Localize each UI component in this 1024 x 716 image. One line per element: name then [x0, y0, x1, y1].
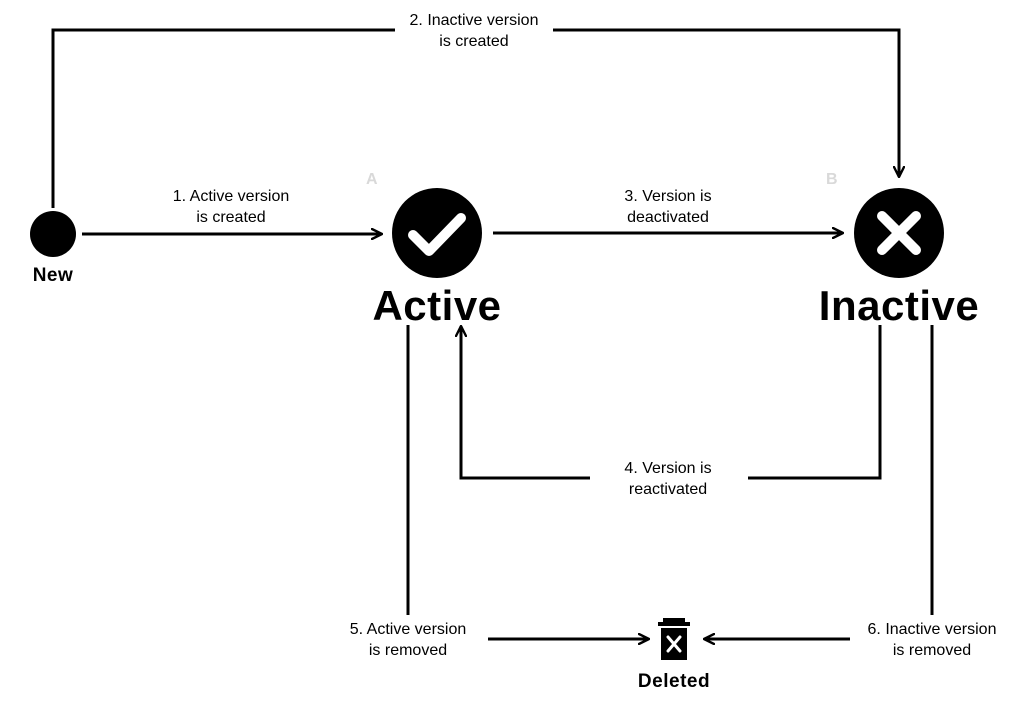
transition-6-label-line2: is removed: [892, 642, 972, 659]
transition-3-label: 3. Version is deactivated: [624, 186, 711, 228]
transition-4-label: 4. Version is reactivated: [624, 458, 711, 500]
state-tag-a: A: [366, 171, 378, 188]
transition-2-label-line2: is created: [439, 33, 509, 50]
inactive-state-node: [854, 188, 944, 278]
state-label-inactive: Inactive: [818, 282, 980, 329]
transition-5-label-line1: 5. Active version: [349, 621, 467, 638]
state-tag-b: B: [826, 171, 838, 188]
transition-4-label-line2: reactivated: [628, 481, 708, 498]
transition-2-line-left: [51, 28, 395, 208]
transition-2-label: 2. Inactive version is created: [410, 10, 539, 52]
transition-5-label: 5. Active version is removed: [350, 619, 467, 661]
state-label-deleted: Deleted: [637, 671, 711, 692]
state-label-active: Active: [372, 282, 502, 329]
trash-icon: [658, 618, 690, 660]
active-state-node: [392, 188, 482, 278]
state-label-new: New: [32, 265, 74, 286]
transition-6-label: 6. Inactive version is removed: [868, 619, 997, 661]
transition-4-line-right: [748, 325, 882, 480]
transition-4-label-line1: 4. Version is: [624, 460, 712, 477]
transition-3-label-line1: 3. Version is: [624, 188, 712, 205]
transition-2-label-line1: 2. Inactive version: [409, 12, 539, 29]
new-state-dot: [30, 211, 76, 257]
x-icon: [877, 211, 921, 255]
transition-1-label: 1. Active version is created: [173, 186, 290, 228]
transition-1-label-line1: 1. Active version: [172, 188, 290, 205]
check-icon: [408, 213, 466, 256]
transition-1-label-line2: is created: [196, 209, 266, 226]
transition-3-label-line2: deactivated: [627, 209, 709, 226]
transition-4-line-left: [461, 326, 590, 480]
transition-2-line-right: [553, 28, 899, 177]
transition-5-label-line2: is removed: [368, 642, 448, 659]
transition-6-label-line1: 6. Inactive version: [867, 621, 997, 638]
